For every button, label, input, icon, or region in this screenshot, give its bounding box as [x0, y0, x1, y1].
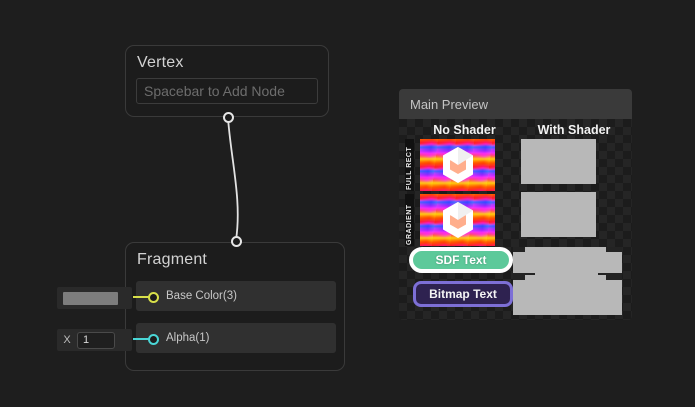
preview-image-full-rect-with-shader [521, 139, 596, 184]
color-swatch[interactable] [63, 292, 118, 305]
alpha-axis-label: X [57, 334, 77, 346]
notch [513, 275, 525, 280]
row-label-full-rect: FULL RECT [405, 139, 414, 191]
chip-bitmap-text: Bitmap Text [413, 281, 513, 307]
port-vertex-output[interactable] [223, 112, 234, 123]
preview-image-text-with-shader [513, 247, 622, 315]
notch [606, 275, 622, 280]
port-alpha[interactable] [148, 334, 159, 345]
slot-alpha[interactable]: Alpha(1) [136, 323, 336, 353]
main-preview-title: Main Preview [410, 97, 488, 112]
port-fragment-input-top[interactable] [231, 236, 242, 247]
node-vertex-title: Vertex [126, 46, 328, 78]
alpha-value-field[interactable]: 1 [77, 332, 115, 349]
unity-logo-icon [441, 201, 475, 239]
preview-image-gradient-no-shader [420, 194, 495, 246]
main-preview-header[interactable]: Main Preview [399, 89, 632, 119]
column-header-no-shader: No Shader [407, 123, 522, 137]
row-label-gradient: GRADIENT [405, 194, 414, 246]
column-header-with-shader: With Shader [519, 123, 629, 137]
base-color-editor[interactable] [57, 287, 132, 309]
notch [606, 247, 622, 252]
preview-image-gradient-with-shader [521, 192, 596, 237]
node-fragment[interactable]: Fragment Base Color(3) Alpha(1) [125, 242, 345, 371]
node-vertex[interactable]: Vertex Spacebar to Add Node [125, 45, 329, 117]
preview-image-full-rect-no-shader [420, 139, 495, 191]
node-fragment-title: Fragment [126, 243, 344, 275]
main-preview-panel: Main Preview No Shader With Shader FULL … [399, 89, 632, 320]
edge-vertex-to-fragment [228, 118, 238, 240]
unity-logo-icon [441, 146, 475, 184]
chip-sdf-text: SDF Text [409, 247, 513, 273]
alpha-editor[interactable]: X 1 [57, 329, 132, 351]
add-node-hint[interactable]: Spacebar to Add Node [136, 78, 318, 104]
main-preview-body: No Shader With Shader FULL RECT [399, 119, 632, 320]
port-base-color[interactable] [148, 292, 159, 303]
notch [513, 247, 525, 252]
slot-base-color[interactable]: Base Color(3) [136, 281, 336, 311]
